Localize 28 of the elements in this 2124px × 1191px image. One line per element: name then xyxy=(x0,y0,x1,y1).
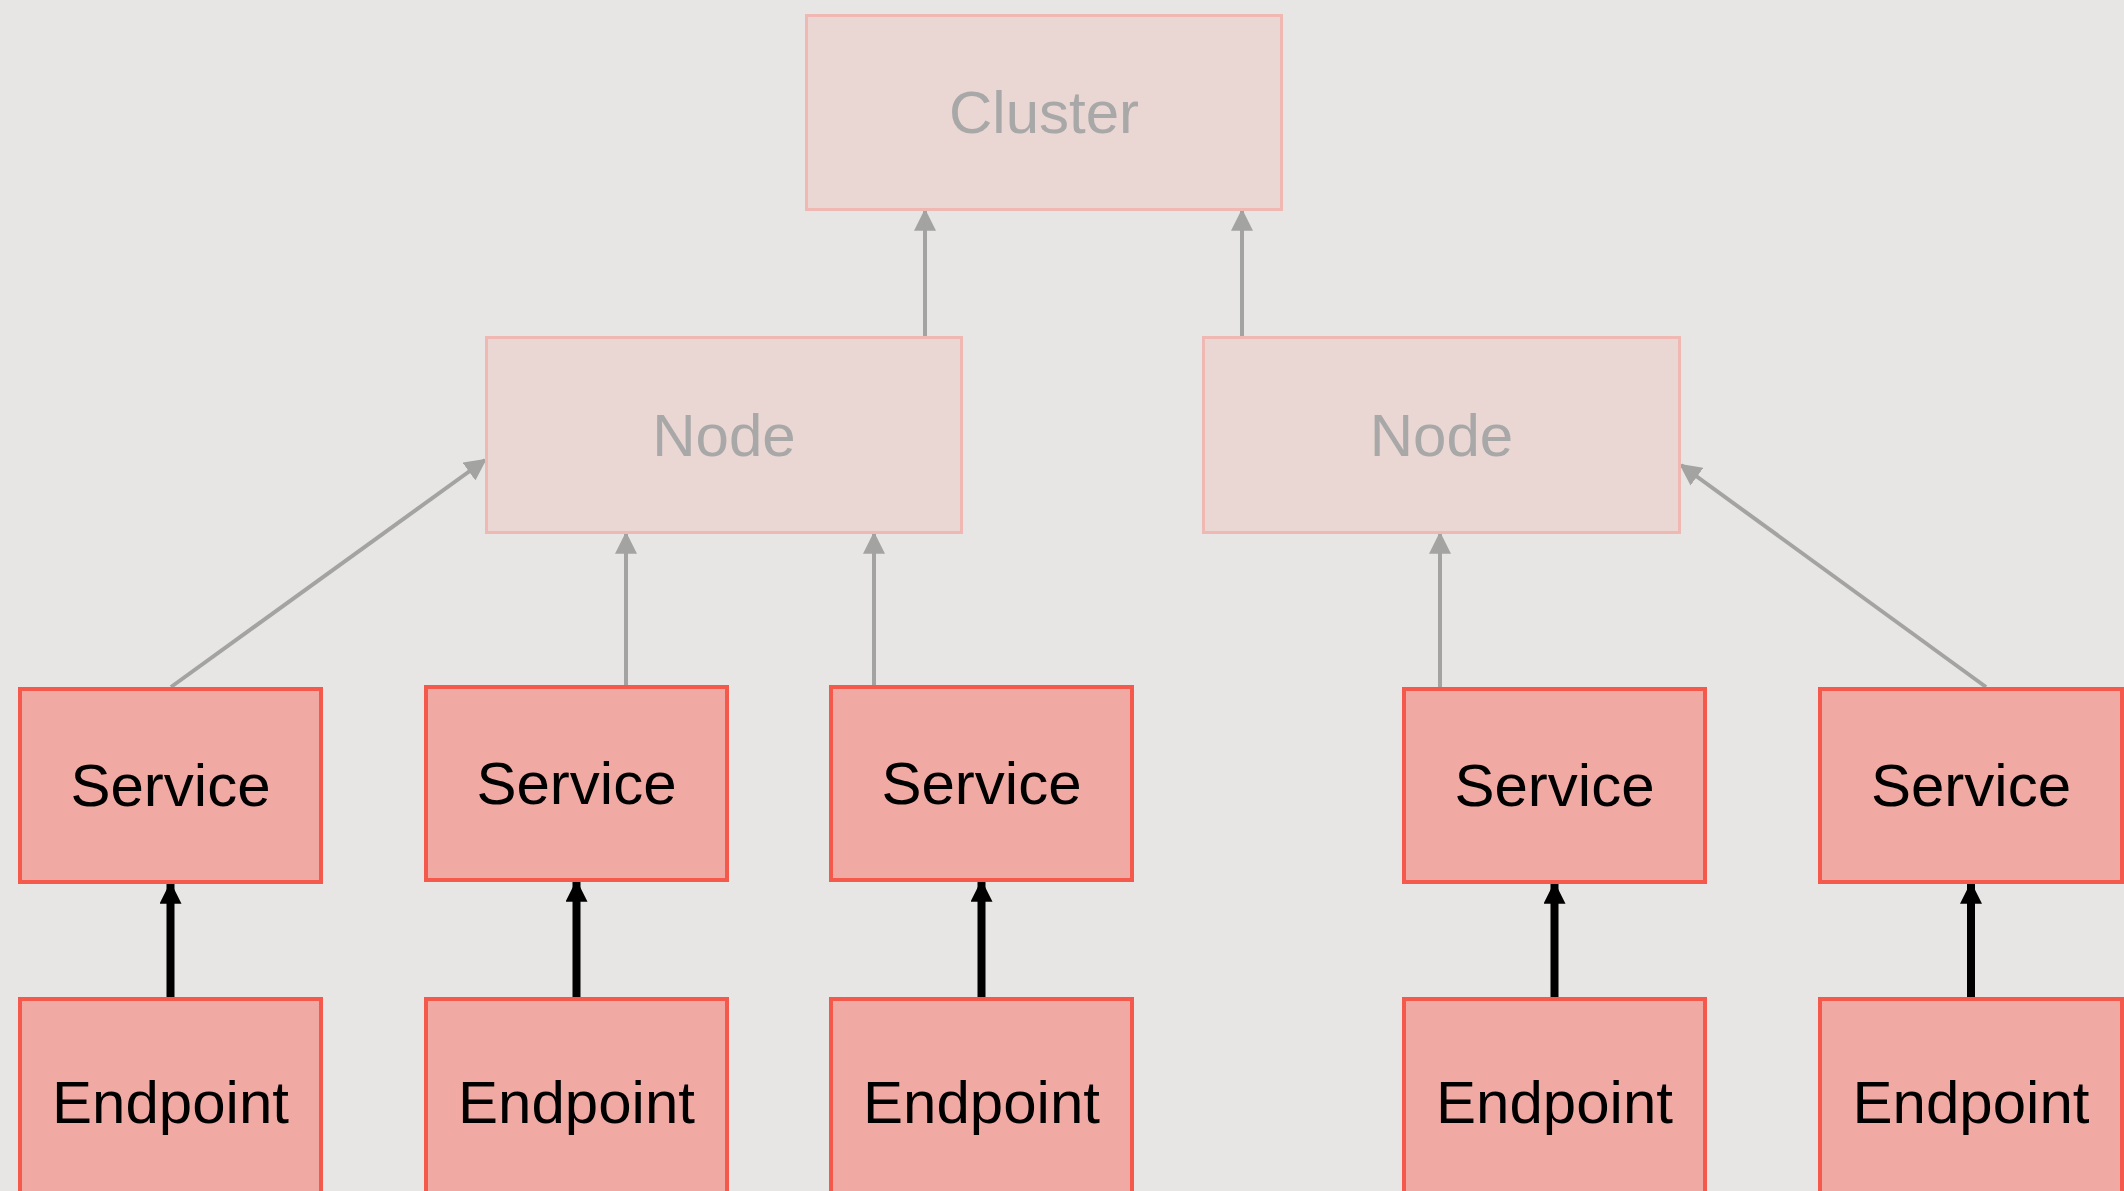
box-label: Endpoint xyxy=(52,1067,289,1137)
box-label: Service xyxy=(476,749,677,818)
node-box xyxy=(485,336,963,534)
arrow xyxy=(1679,463,1988,689)
service-box xyxy=(829,685,1134,882)
box-label: Endpoint xyxy=(458,1067,695,1137)
box-label: Service xyxy=(1870,751,2072,820)
service-box xyxy=(1402,687,1707,884)
box-label: Service xyxy=(70,751,271,820)
node-box xyxy=(805,14,1283,211)
service-box xyxy=(424,685,729,882)
box-label: Endpoint xyxy=(1852,1067,2090,1137)
node-box xyxy=(1202,336,1681,534)
arrow xyxy=(169,458,487,689)
service-box xyxy=(829,997,1134,1191)
box-label: Service xyxy=(881,749,1082,818)
box-label: Node xyxy=(652,400,796,470)
service-box xyxy=(1818,997,2124,1191)
box-label: Endpoint xyxy=(863,1067,1100,1137)
service-box xyxy=(18,997,323,1191)
service-box xyxy=(424,997,729,1191)
service-box xyxy=(18,687,323,884)
box-label: Node xyxy=(1369,400,1514,470)
service-box xyxy=(1402,997,1707,1191)
box-label: Service xyxy=(1454,751,1655,820)
box-label: Cluster xyxy=(948,78,1140,147)
box-label: Endpoint xyxy=(1436,1067,1673,1137)
service-box xyxy=(1818,687,2124,884)
